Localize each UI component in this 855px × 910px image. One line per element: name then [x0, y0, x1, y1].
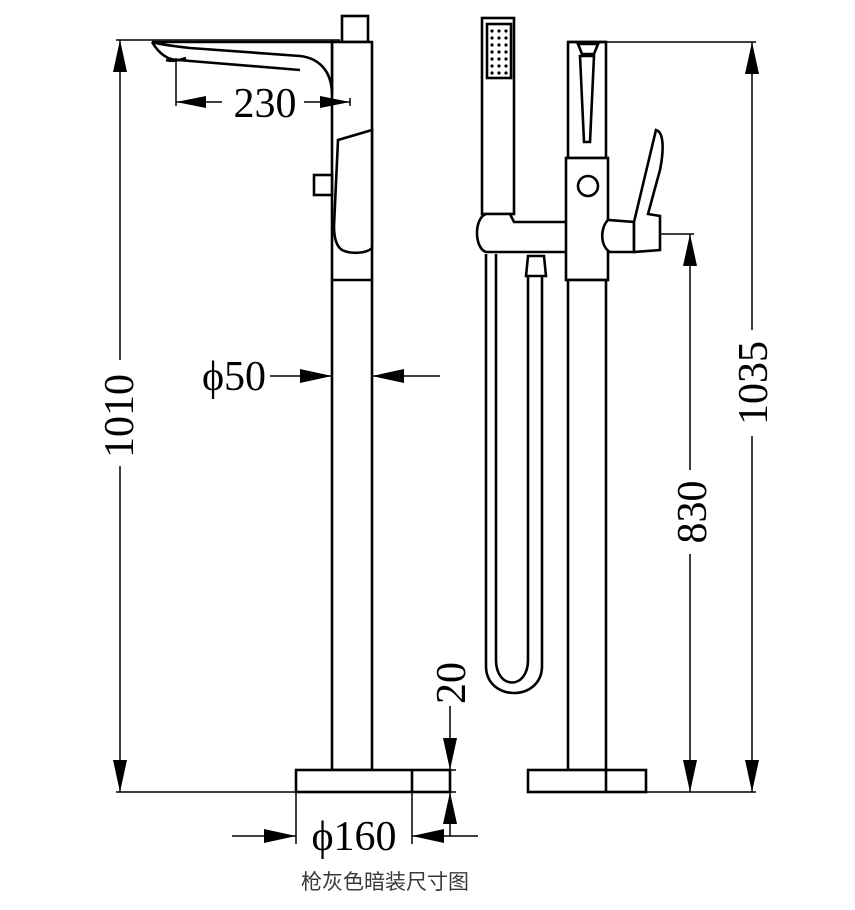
dim-label-1010: 1010	[97, 374, 143, 458]
shower-holder	[475, 212, 579, 254]
drawing-caption: 枪灰色暗装尺寸图	[301, 870, 469, 894]
lower-column	[566, 278, 608, 772]
diverter-knob	[312, 173, 334, 197]
shower-nozzles-icon	[490, 29, 508, 75]
diverter-button	[576, 174, 600, 198]
dim-label-phi50: ϕ50	[202, 354, 266, 400]
shower-hose	[494, 254, 530, 684]
hose-connector	[524, 254, 548, 278]
top-cap	[340, 14, 370, 44]
lever-hub	[600, 218, 636, 254]
spout	[151, 40, 334, 96]
dim-label-230: 230	[234, 81, 297, 127]
front-view	[150, 14, 452, 794]
floor-base	[294, 768, 452, 794]
side-lever	[632, 128, 664, 254]
dim-label-830: 830	[670, 481, 716, 544]
spout-outlet	[576, 42, 600, 56]
upper-body	[566, 40, 608, 160]
dim-1010	[113, 39, 340, 793]
dim-phi160	[232, 792, 478, 844]
dim-20	[412, 706, 457, 836]
side-floor-base	[526, 768, 648, 794]
dim-label-20: 20	[429, 662, 475, 704]
dim-phi50	[270, 369, 440, 383]
side-view	[475, 16, 664, 794]
dim-label-1035: 1035	[731, 341, 777, 425]
dim-label-phi160: ϕ160	[311, 814, 396, 860]
mixer-handle	[332, 128, 374, 255]
